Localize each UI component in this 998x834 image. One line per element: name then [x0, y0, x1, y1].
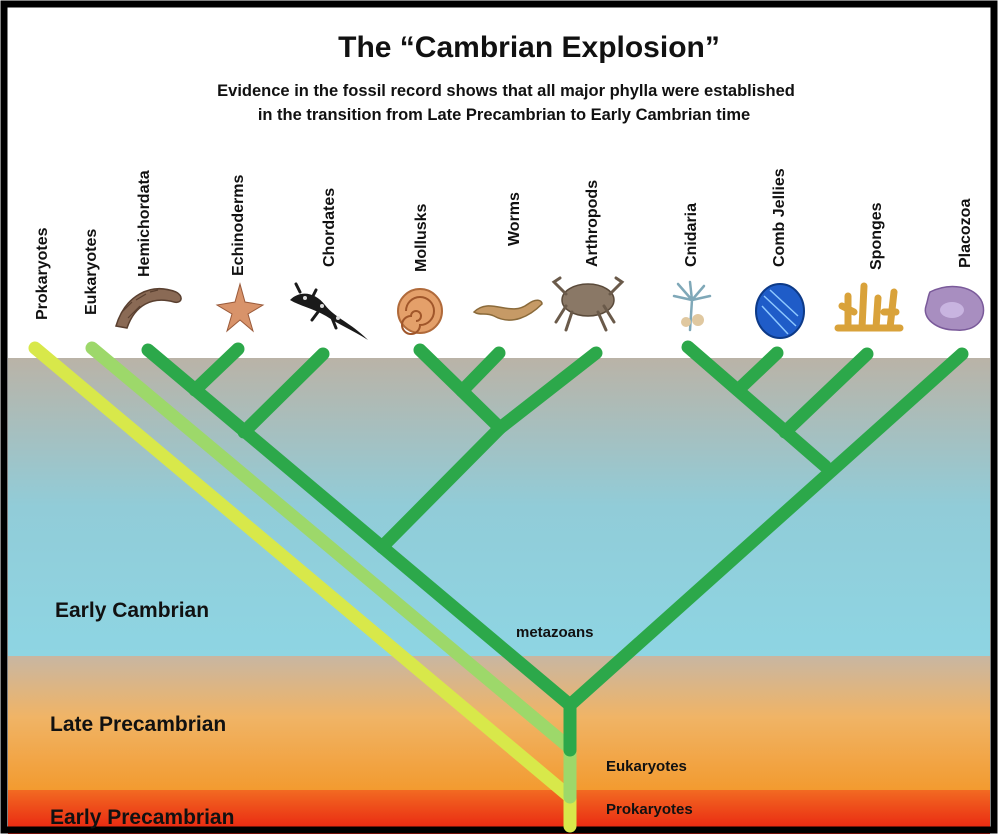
period-label-early-cambrian: Early Cambrian: [55, 599, 209, 622]
taxon-label-echinoderms: Echinoderms: [230, 175, 247, 276]
taxon-label-placozoa: Placozoa: [957, 199, 974, 268]
shell-icon: [398, 289, 442, 334]
period-label-late-precambrian: Late Precambrian: [50, 713, 226, 736]
node-label-metazoans: metazoans: [516, 624, 594, 641]
taxon-label-sponges: Sponges: [868, 202, 885, 270]
subtitle-line-1: Evidence in the fossil record shows that…: [217, 82, 795, 100]
comb-jelly-icon: [756, 284, 804, 338]
taxon-label-prokaryotes: Prokaryotes: [34, 227, 51, 320]
node-label-eukaryotes: Eukaryotes: [606, 758, 687, 775]
node-label-prokaryotes: Prokaryotes: [606, 801, 693, 818]
placozoa-icon: [925, 287, 983, 331]
taxon-label-arthropods: Arthropods: [584, 180, 601, 267]
taxon-label-mollusks: Mollusks: [413, 203, 430, 272]
taxon-label-eukaryotes: Eukaryotes: [83, 229, 100, 315]
taxon-label-worms: Worms: [506, 192, 523, 246]
taxon-label-hemichordata: Hemichordata: [136, 170, 153, 277]
subtitle-line-2: in the transition from Late Precambrian …: [258, 106, 750, 124]
taxon-label-cnidaria: Cnidaria: [683, 203, 700, 267]
period-label-early-precambrian: Early Precambrian: [50, 806, 234, 829]
taxon-label-chordates: Chordates: [321, 188, 338, 267]
diagram-title: The “Cambrian Explosion”: [338, 31, 720, 64]
taxon-label-comb-jellies: Comb Jellies: [771, 168, 788, 267]
